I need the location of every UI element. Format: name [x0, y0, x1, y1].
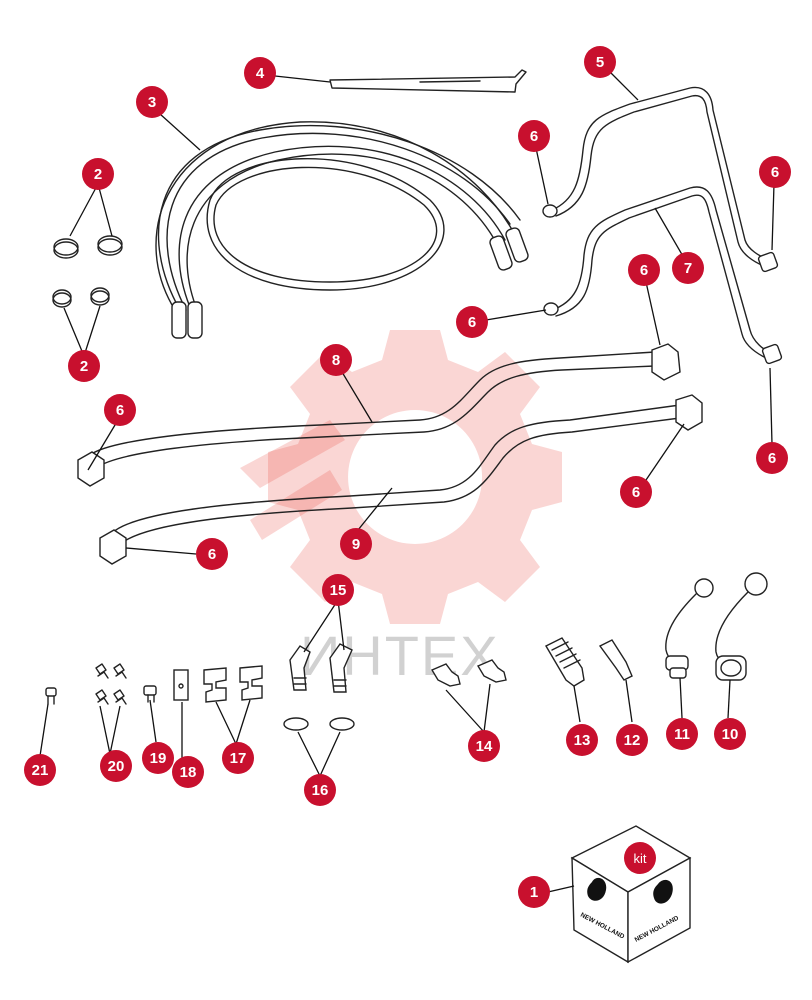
part-16-orings — [283, 717, 355, 731]
callout-16: 16 — [304, 774, 336, 806]
callout-1: 1 — [518, 876, 550, 908]
part-18-plate — [173, 669, 189, 701]
svg-text:5: 5 — [596, 54, 604, 71]
svg-text:kit: kit — [634, 851, 647, 866]
callout-4: 4 — [244, 57, 276, 89]
svg-text:6: 6 — [640, 262, 648, 279]
callout-2-a: 2 — [82, 158, 114, 190]
svg-text:6: 6 — [771, 164, 779, 181]
callout-21: 21 — [24, 754, 56, 786]
svg-text:1: 1 — [530, 884, 538, 901]
callout-3: 3 — [136, 86, 168, 118]
callout-2-b: 2 — [68, 350, 100, 382]
svg-text:2: 2 — [80, 358, 88, 375]
watermark-text: ИНТЕХ — [300, 624, 500, 687]
svg-text:9: 9 — [352, 536, 360, 553]
svg-text:14: 14 — [476, 738, 493, 755]
part-14-fittings — [430, 659, 507, 687]
part-19-screw — [143, 685, 157, 703]
part-4-plate — [329, 69, 527, 93]
svg-text:6: 6 — [530, 128, 538, 145]
callout-20: 20 — [100, 750, 132, 782]
callout-6-b: 6 — [759, 156, 791, 188]
part-3-hoses — [155, 121, 529, 339]
svg-text:8: 8 — [332, 352, 340, 369]
callout-6-f: 6 — [620, 476, 652, 508]
svg-text:6: 6 — [768, 450, 776, 467]
svg-text:10: 10 — [722, 726, 739, 743]
svg-text:6: 6 — [468, 314, 476, 331]
callout-19: 19 — [142, 742, 174, 774]
callout-kit: kit — [624, 842, 656, 874]
svg-text:7: 7 — [684, 260, 692, 277]
callout-6-c: 6 — [456, 306, 488, 338]
part-15-elbows — [289, 643, 353, 693]
callouts: 4 3 5 6 6 7 6 6 6 6 8 9 6 6 2 2 15 16 14… — [24, 46, 791, 908]
svg-text:15: 15 — [330, 582, 347, 599]
svg-text:18: 18 — [180, 764, 197, 781]
callout-6-e: 6 — [756, 442, 788, 474]
callout-15: 15 — [322, 574, 354, 606]
svg-text:12: 12 — [624, 732, 641, 749]
callout-11: 11 — [666, 718, 698, 750]
svg-text:4: 4 — [256, 65, 265, 82]
callout-18: 18 — [172, 756, 204, 788]
callout-5: 5 — [584, 46, 616, 78]
callout-6-d: 6 — [628, 254, 660, 286]
part-12-coupler — [598, 639, 633, 681]
callout-6-g: 6 — [104, 394, 136, 426]
svg-text:17: 17 — [230, 750, 247, 767]
part-20-clips — [95, 663, 127, 705]
svg-text:2: 2 — [94, 166, 102, 183]
part-5-pipe — [542, 86, 779, 273]
callout-6-h: 6 — [196, 538, 228, 570]
svg-text:20: 20 — [108, 758, 125, 775]
callout-9: 9 — [340, 528, 372, 560]
callout-12: 12 — [616, 724, 648, 756]
svg-text:21: 21 — [32, 762, 49, 779]
svg-text:16: 16 — [312, 782, 329, 799]
callout-10: 10 — [714, 718, 746, 750]
callout-17: 17 — [222, 742, 254, 774]
part-2-clamps — [52, 235, 123, 308]
part-9-tube — [99, 394, 703, 565]
callout-7: 7 — [672, 252, 704, 284]
part-11-dust-plug — [665, 578, 714, 679]
callout-8: 8 — [320, 344, 352, 376]
callout-6-a: 6 — [518, 120, 550, 152]
callout-13: 13 — [566, 724, 598, 756]
svg-text:13: 13 — [574, 732, 591, 749]
svg-text:6: 6 — [116, 402, 124, 419]
svg-text:6: 6 — [632, 484, 640, 501]
part-10-dust-cap — [715, 572, 768, 681]
part-17-brackets — [203, 665, 263, 703]
watermark-gear — [240, 330, 562, 624]
callout-14: 14 — [468, 730, 500, 762]
svg-text:19: 19 — [150, 750, 167, 767]
svg-text:6: 6 — [208, 546, 216, 563]
svg-text:3: 3 — [148, 94, 156, 111]
part-13-coupler — [545, 637, 585, 687]
part-8-tube — [77, 343, 681, 487]
part-7-pipe — [543, 186, 783, 365]
leader-lines — [39, 71, 775, 893]
svg-text:11: 11 — [674, 726, 690, 743]
part-21-screw — [45, 687, 57, 705]
